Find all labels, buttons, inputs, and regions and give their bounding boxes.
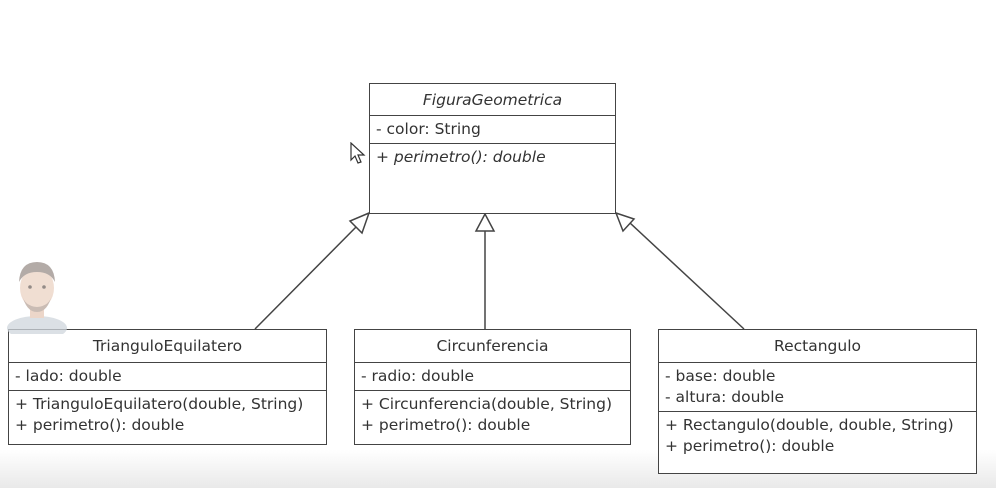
method-item: + perimetro(): double [376,148,546,166]
methods-section: + TrianguloEquilatero(double, String) + … [9,390,326,439]
inheritance-line-rectangulo [629,222,745,330]
class-box-circunferencia[interactable]: Circunferencia - radio: double + Circunf… [354,329,631,445]
attribute-item: - radio: double [361,367,474,385]
class-box-triangulo-equilatero[interactable]: TrianguloEquilatero - lado: double + Tri… [8,329,327,445]
class-name: TrianguloEquilatero [92,337,243,355]
presenter-avatar-icon [7,262,67,334]
class-name: FiguraGeometrica [422,91,563,109]
method-item: + perimetro(): double [15,416,185,434]
inheritance-line-triangulo [254,221,362,330]
attributes-section: - lado: double [9,362,326,390]
class-box-figura-geometrica[interactable]: FiguraGeometrica - color: String + perim… [369,83,616,214]
attributes-section: - base: double - altura: double [659,362,976,411]
mouse-cursor-icon [350,142,366,164]
methods-section: + perimetro(): double [370,143,615,171]
method-item: + perimetro(): double [361,416,531,434]
class-name: Rectangulo [774,337,861,355]
inheritance-arrowhead-circunferencia [474,212,496,232]
class-name: Circunferencia [436,337,549,355]
attribute-item: - lado: double [15,367,122,385]
method-item: + Rectangulo(double, double, String) [665,416,954,434]
attributes-section: - color: String [370,115,615,143]
attributes-section: - radio: double [355,362,630,390]
class-box-rectangulo[interactable]: Rectangulo - base: double - altura: doub… [658,329,977,474]
attribute-item: - base: double [665,367,776,385]
methods-section: + Circunferencia(double, String) + perim… [355,390,630,439]
inheritance-arrowhead-triangulo [348,211,371,235]
inheritance-arrowhead-rectangulo [614,211,636,233]
methods-section: + Rectangulo(double, double, String) + p… [659,411,976,460]
attribute-item: - color: String [376,120,481,138]
attribute-item: - altura: double [665,388,785,406]
method-item: + TrianguloEquilatero(double, String) [15,395,304,413]
method-item: + Circunferencia(double, String) [361,395,612,413]
method-item: + perimetro(): double [665,437,835,455]
